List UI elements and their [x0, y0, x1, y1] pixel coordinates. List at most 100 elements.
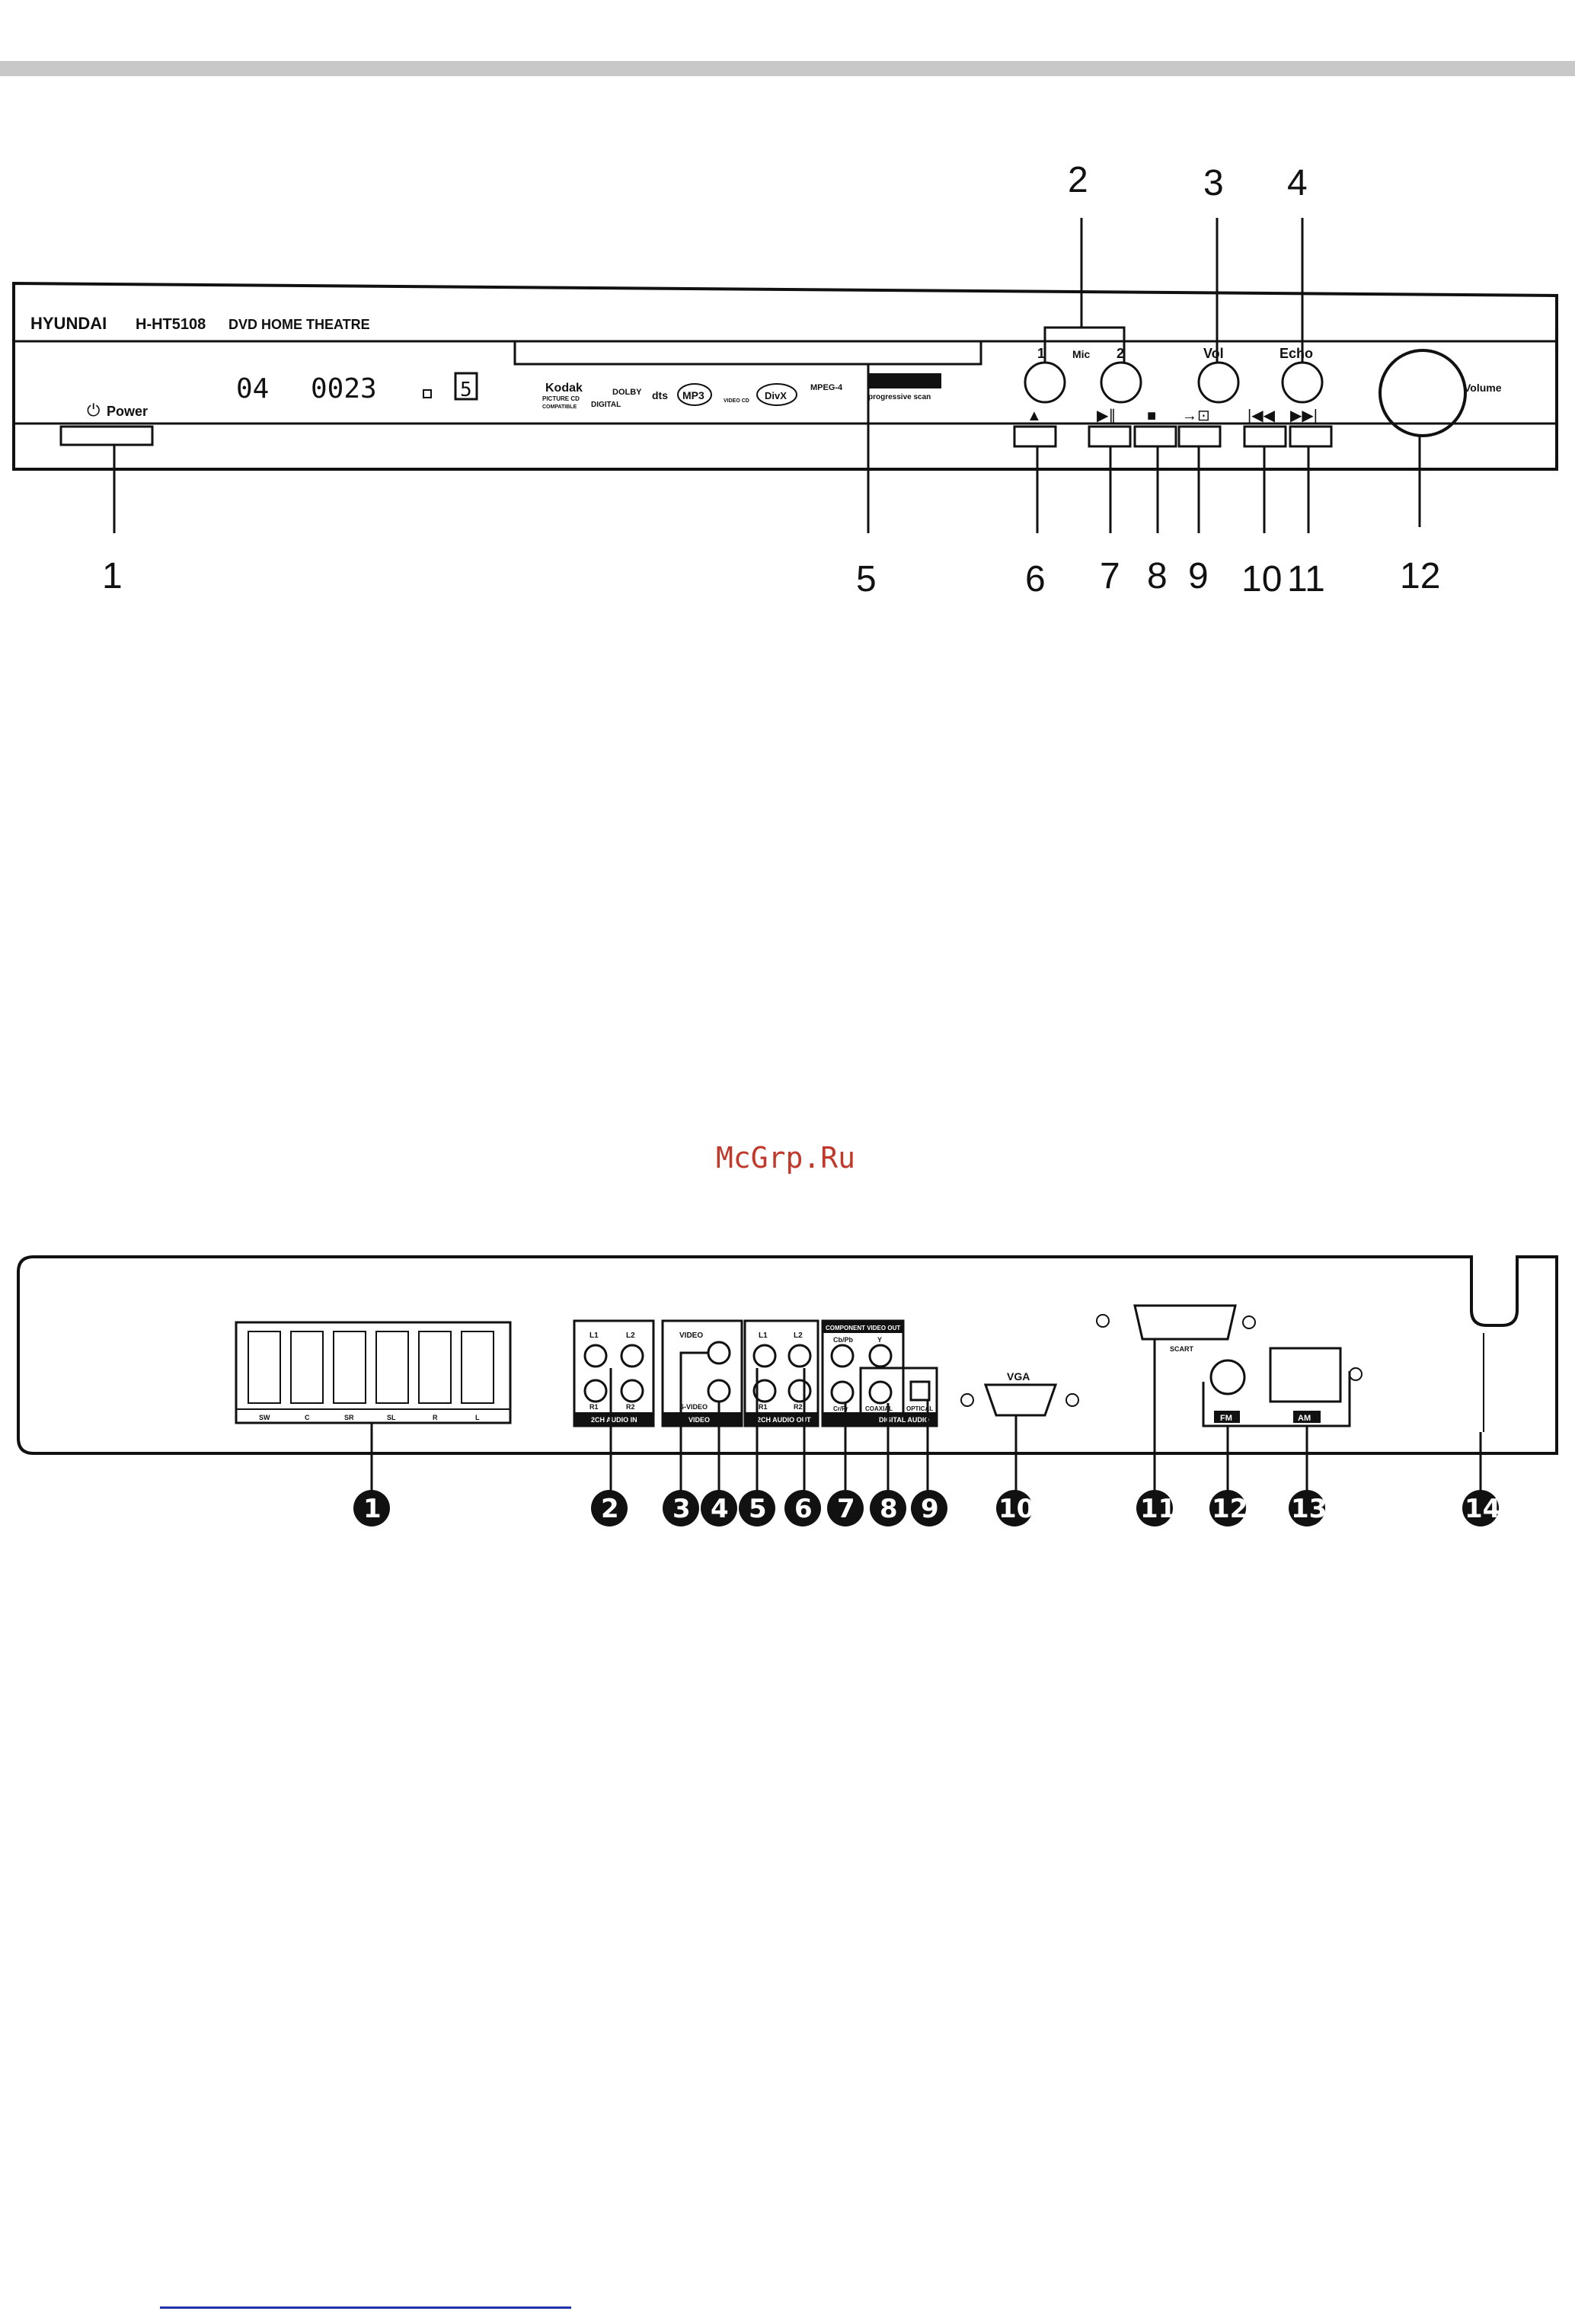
vga-label: VGA: [1007, 1370, 1030, 1383]
logo-divx: DivX: [765, 390, 787, 401]
rear-callout-6: 6: [794, 1494, 813, 1524]
coaxial-label: COAXIAL: [865, 1405, 893, 1412]
callout-11: 11: [1287, 559, 1325, 599]
spk-sw: SW: [259, 1414, 270, 1421]
eject-button[interactable]: [1013, 425, 1057, 448]
callout-7: 7: [1100, 556, 1120, 596]
am-label: AM: [1298, 1414, 1311, 1423]
top-rule: [0, 61, 1575, 76]
rear-callout-13: 13: [1291, 1494, 1327, 1524]
rear-callout-11: 11: [1140, 1494, 1176, 1524]
scart-port[interactable]: [1133, 1304, 1237, 1341]
spk-sl: SL: [387, 1414, 396, 1421]
spk-l: L: [475, 1414, 480, 1421]
ain-l1: L1: [589, 1331, 599, 1340]
logo-digital: DIGITAL: [591, 401, 621, 409]
coaxial-jack[interactable]: [868, 1380, 893, 1405]
next-button[interactable]: [1289, 425, 1333, 448]
aout-r1: R1: [759, 1403, 768, 1411]
rear-callout-14: 14: [1465, 1494, 1500, 1524]
video-label: VIDEO: [688, 1416, 710, 1424]
callout-10: 10: [1241, 559, 1282, 599]
power-label: Power: [107, 404, 148, 419]
fm-antenna[interactable]: [1209, 1359, 1246, 1395]
optical-jack[interactable]: [909, 1380, 931, 1402]
component-label: COMPONENT VIDEO OUT: [826, 1325, 900, 1331]
prev-button[interactable]: [1243, 425, 1287, 448]
stop-button[interactable]: [1133, 425, 1177, 448]
component-y: Y: [877, 1336, 882, 1344]
callout-12: 12: [1400, 556, 1440, 596]
rear-leaders: [370, 1339, 1482, 1491]
echo-label: Echo: [1279, 346, 1313, 361]
rear-callout-10: 10: [998, 1494, 1034, 1524]
mic1-jack[interactable]: [1024, 361, 1066, 404]
volume-knob[interactable]: [1379, 349, 1467, 437]
echo-knob[interactable]: [1281, 361, 1324, 404]
digital-label: DIGITAL AUDIO: [879, 1416, 929, 1424]
logo-dts: dts: [652, 389, 668, 401]
input-button[interactable]: [1177, 425, 1222, 448]
aout-l1: L1: [759, 1331, 768, 1340]
logo-kodak: Kodak: [545, 382, 583, 395]
component-cr: Cr/Pr: [833, 1405, 848, 1412]
spk-sr: SR: [344, 1414, 354, 1421]
callout-3: 3: [1203, 163, 1224, 203]
logo-dolby: DOLBY: [612, 388, 642, 397]
input-icon: →⊡: [1182, 408, 1210, 424]
play-pause-icon: ▶∥: [1097, 408, 1116, 424]
display-time: 0023: [311, 373, 377, 404]
vol-knob[interactable]: [1197, 361, 1240, 404]
model-label: H-HT5108: [136, 316, 206, 333]
rear-callout-4: 4: [711, 1494, 729, 1524]
vga-port[interactable]: [983, 1383, 1058, 1417]
optical-label: OPTICAL: [906, 1405, 933, 1412]
spk-r: R: [433, 1414, 438, 1421]
component-cb: Cb/Pb: [833, 1336, 854, 1344]
rear-callout-1: 1: [363, 1494, 382, 1524]
aout-r2: R2: [794, 1403, 803, 1411]
watermark: McGrp.Ru: [716, 1141, 856, 1175]
aout-l2: L2: [794, 1331, 803, 1340]
power-icon: ⏻: [87, 401, 100, 420]
rear-callout-9: 9: [921, 1494, 939, 1524]
callout-1: 1: [102, 556, 123, 596]
logo-mp3: MP3: [682, 389, 704, 401]
play-pause-button[interactable]: [1088, 425, 1132, 448]
am-antenna[interactable]: [1269, 1347, 1342, 1403]
speaker-terminals[interactable]: [235, 1321, 512, 1424]
mic1-label: 1: [1037, 346, 1045, 361]
callout-8: 8: [1147, 556, 1168, 596]
ain-l2: L2: [626, 1331, 635, 1340]
eject-icon: ▲: [1027, 408, 1042, 424]
display-digit: 5: [460, 379, 472, 401]
vol-label: Vol: [1203, 346, 1224, 361]
volume-label: Volume: [1464, 382, 1502, 394]
mic2-jack[interactable]: [1100, 361, 1142, 404]
front-leaders: [113, 218, 1421, 533]
power-button[interactable]: [59, 425, 154, 446]
fm-label: FM: [1220, 1414, 1232, 1423]
callout-6: 6: [1025, 559, 1046, 599]
ain-r2: R2: [626, 1403, 635, 1411]
scart-label: SCART: [1170, 1345, 1194, 1353]
rear-callout-8: 8: [880, 1494, 898, 1524]
logo-vcd: VIDEO CD: [724, 398, 749, 404]
video-jack[interactable]: [707, 1341, 731, 1365]
logo-picture-cd: PICTURE CD: [542, 395, 580, 402]
rear-callout-5: 5: [749, 1494, 767, 1524]
ain-r1: R1: [589, 1403, 599, 1411]
callout-9: 9: [1188, 556, 1209, 596]
logo-mpeg4: MPEG-4: [810, 383, 843, 392]
ain-label: 2CH AUDIO IN: [591, 1416, 637, 1424]
rear-callout-2: 2: [601, 1494, 619, 1524]
logo-progressive: progressive scan: [868, 393, 931, 401]
s-video-label: S-VIDEO: [679, 1403, 708, 1411]
rear-callout-3: 3: [672, 1494, 691, 1524]
s-video-jack[interactable]: [707, 1379, 731, 1403]
callout-2: 2: [1068, 160, 1088, 200]
mic-label: Mic: [1072, 348, 1091, 360]
product-label: DVD HOME THEATRE: [228, 317, 370, 332]
next-icon: ▶▶|: [1290, 408, 1318, 424]
aout-label: 2CH AUDIO OUT: [757, 1416, 811, 1424]
